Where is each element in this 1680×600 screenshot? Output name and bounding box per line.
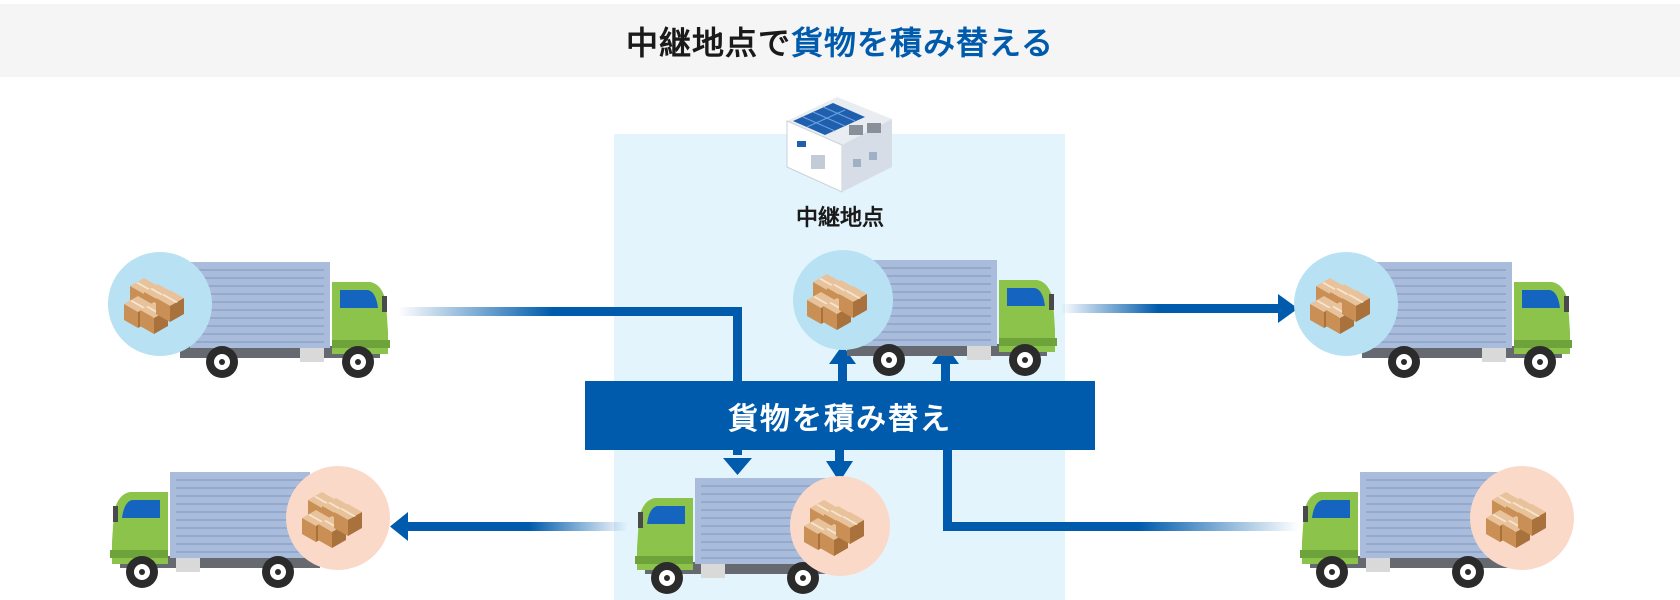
cargo-circle	[793, 250, 893, 350]
truck-top-right	[1294, 252, 1573, 379]
cargo-circle	[108, 252, 212, 356]
cargo-circle	[286, 466, 390, 570]
transfer-label: 貨物を積み替え	[728, 401, 952, 437]
title-bar: 中継地点で貨物を積み替える	[0, 4, 1680, 77]
transfer-down-arrow	[826, 447, 853, 482]
truck-top-middle	[793, 250, 1058, 377]
truck-bottom-middle	[634, 476, 890, 595]
truck-top-left	[108, 252, 391, 379]
title-part-blue: 貨物を積み替える	[790, 23, 1055, 62]
cargo-circle	[790, 476, 890, 576]
truck-bottom-right	[1299, 466, 1574, 589]
warehouse-with-solar-panels-icon	[786, 97, 892, 193]
diagram-title: 中継地点で貨物を積み替える	[626, 18, 1054, 64]
delivery-truck-icon	[179, 261, 391, 379]
title-part-black: 中継地点で	[625, 23, 791, 62]
flow-line-bottom-right-in	[943, 445, 1298, 531]
flow-arrow-to-left	[390, 512, 628, 541]
transfer-box: 貨物を積み替え	[585, 381, 1095, 450]
flow-arrow-to-right	[1060, 294, 1298, 323]
truck-bottom-left	[109, 466, 390, 589]
cargo-circle	[1470, 466, 1574, 570]
relay-point-label: 中継地点	[795, 206, 884, 231]
cargo-circle	[1294, 252, 1398, 356]
transfer-up-arrow-1	[829, 345, 856, 384]
